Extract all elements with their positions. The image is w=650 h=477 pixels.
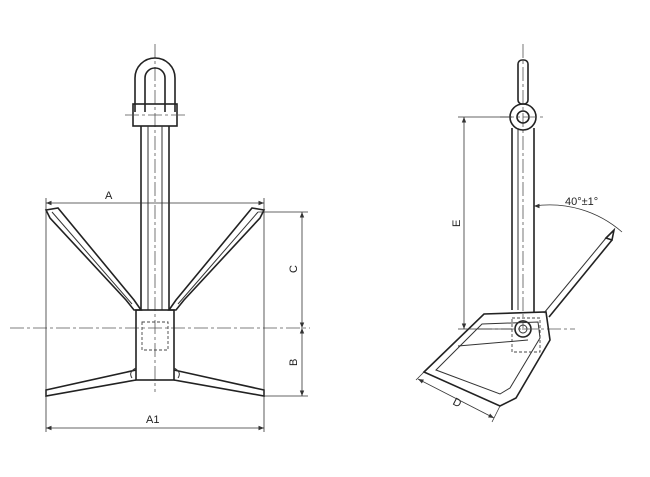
front-view: A A1 C B xyxy=(10,44,310,432)
dim-D-label: D xyxy=(451,396,464,410)
crown-hidden-socket xyxy=(141,321,169,351)
dim-A1-label: A1 xyxy=(146,414,159,426)
dim-A-label: A xyxy=(105,190,113,202)
base-fillet-right xyxy=(173,367,180,379)
ext-D-left xyxy=(415,371,425,381)
ext-D-right xyxy=(491,405,501,423)
side-inclined-shank-2 xyxy=(543,237,607,314)
right-fluke xyxy=(167,207,266,311)
side-view: 40°±1° E D xyxy=(415,44,623,423)
side-inclined-shank xyxy=(548,239,613,318)
side-fluke-inner xyxy=(435,321,541,395)
left-fluke xyxy=(44,207,143,311)
dim-E-label: E xyxy=(451,220,463,227)
right-fluke-fold xyxy=(177,211,259,305)
dim-C-label: C xyxy=(288,265,300,273)
side-inclined-tip xyxy=(604,227,616,242)
angle-label: 40°±1° xyxy=(565,196,598,208)
left-base-arm xyxy=(45,369,137,397)
dim-D-line xyxy=(417,378,495,419)
shackle-outer xyxy=(134,57,176,112)
shackle-inner xyxy=(144,67,166,112)
crown-block xyxy=(135,309,175,381)
angle-arc xyxy=(533,204,623,233)
dim-B-label: B xyxy=(288,359,300,366)
side-fluke-rib xyxy=(457,339,529,347)
base-fillet-left xyxy=(130,367,137,379)
right-base-arm xyxy=(173,369,265,397)
left-fluke-fold xyxy=(51,211,133,305)
